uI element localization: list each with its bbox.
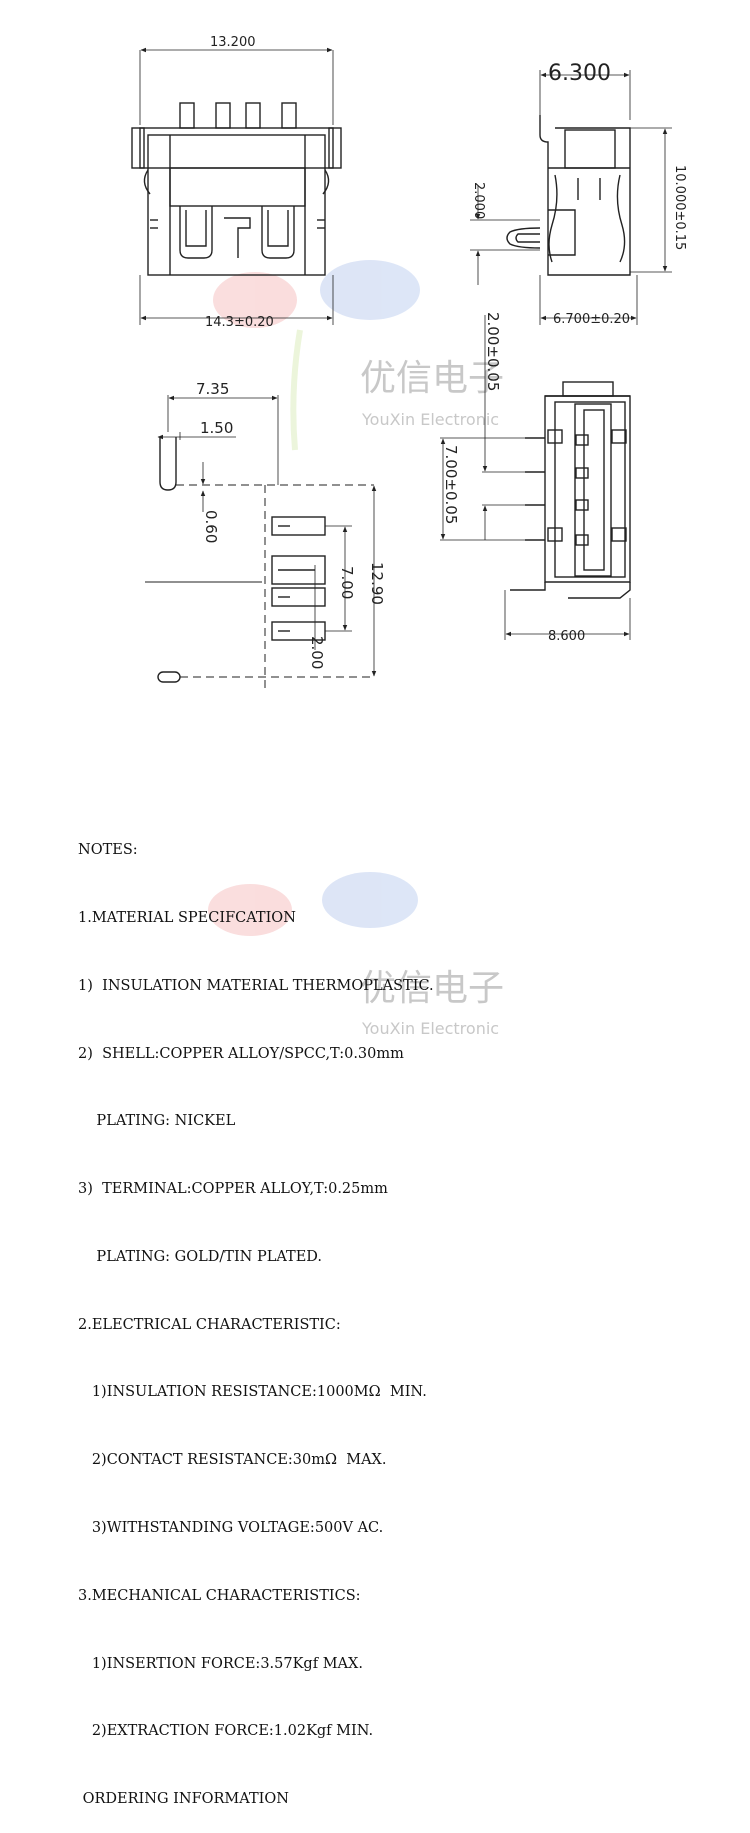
watermark-brand-cn-2: 优信电子: [360, 968, 504, 1009]
notes-line: PLATING: NICKEL: [78, 1113, 236, 1130]
footprint-view: [145, 395, 377, 690]
dim-735: 7.35: [196, 380, 229, 398]
watermark-brand-en-2: YouXin Electronic: [361, 1019, 499, 1038]
notes-block: NOTES: 1.MATERIAL SPECIFCATION 1) INSULA…: [78, 794, 678, 1833]
notes-line: 1)INSERTION FORCE:3.57Kgf MAX.: [78, 1655, 363, 1672]
dim-span: 7.00±0.05: [442, 445, 460, 524]
notes-line: 2)CONTACT RESISTANCE:30mΩ MAX.: [78, 1452, 387, 1469]
dim-060: 0.60: [202, 510, 220, 543]
front-view: [440, 315, 631, 640]
top-view: [131, 47, 342, 325]
notes-line: ORDERING INFORMATION: [78, 1791, 289, 1808]
dim-side-top-width: 6.300: [548, 61, 611, 86]
notes-line: 2)EXTRACTION FORCE:1.02Kgf MIN.: [78, 1723, 374, 1740]
notes-line: 2) SHELL:COPPER ALLOY/SPCC,T:0.30mm: [78, 1045, 404, 1062]
dim-1290: 12.90: [368, 562, 386, 605]
technical-drawing: 优信电子 YouXin Electronic 优信电子 YouXin Elect…: [131, 35, 687, 1038]
dim-700: 7.00: [338, 566, 356, 599]
dim-top-width: 13.200: [210, 35, 256, 50]
watermark-logo-2: [208, 872, 418, 936]
notes-line: 1.MATERIAL SPECIFCATION: [78, 909, 296, 926]
notes-line: 3)WITHSTANDING VOLTAGE:500V AC.: [78, 1520, 384, 1536]
notes-line: PLATING: GOLD/TIN PLATED.: [78, 1248, 323, 1265]
watermark-brand-en: YouXin Electronic: [361, 410, 499, 429]
notes-line: 3) TERMINAL:COPPER ALLOY,T:0.25mm: [78, 1181, 388, 1198]
dim-side-bottom-width: 6.700±0.20: [553, 312, 630, 327]
notes-line: 1) INSULATION MATERIAL THERMOPLASTIC.: [78, 977, 434, 994]
notes-line: NOTES:: [78, 842, 138, 859]
dim-side-offset: 2.000: [471, 182, 486, 219]
notes-line: 3.MECHANICAL CHARACTERISTICS:: [78, 1587, 361, 1604]
notes-line: 1)INSULATION RESISTANCE:1000MΩ MIN.: [78, 1384, 427, 1401]
side-view: [470, 70, 672, 325]
dim-side-height: 10.000±0.15: [672, 165, 687, 250]
watermark-logo: [213, 260, 420, 451]
notes-line: 2.ELECTRICAL CHARACTERISTIC:: [78, 1316, 341, 1333]
dim-150: 1.50: [200, 419, 233, 437]
dim-front-bottom-width: 8.600: [548, 629, 585, 644]
watermark-brand-cn: 优信电子: [360, 358, 504, 399]
dim-bottom-width: 14.3±0.20: [205, 315, 274, 330]
dim-200: 2.00: [308, 636, 326, 669]
dim-pitch: 2.00±0.05: [484, 312, 502, 391]
